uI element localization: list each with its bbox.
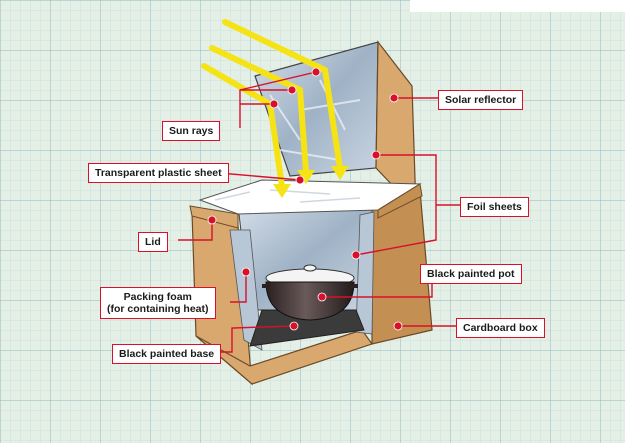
label-lid: Lid: [138, 232, 168, 252]
label-text-foil-sheets: Foil sheets: [467, 201, 522, 213]
label-packing-foam: Packing foam (for containing heat): [100, 287, 216, 319]
label-text-transparent-plastic-sheet: Transparent plastic sheet: [95, 167, 222, 179]
label-black-painted-pot: Black painted pot: [420, 264, 522, 284]
label-text-sun-rays: Sun rays: [169, 125, 214, 137]
label-text-black-painted-base: Black painted base: [119, 348, 215, 360]
label-text-packing-foam: Packing foam: [123, 291, 192, 303]
label-black-painted-base: Black painted base: [112, 344, 222, 364]
label-text-solar-reflector: Solar reflector: [445, 94, 517, 106]
label-text-cardboard-box: Cardboard box: [463, 322, 538, 334]
label-text-packing-foam-note: (for containing heat): [107, 303, 209, 315]
label-transparent-plastic-sheet: Transparent plastic sheet: [88, 163, 229, 183]
callout-dots: [207, 67, 403, 331]
label-sun-rays: Sun rays: [162, 121, 221, 141]
top-right-white-strip: [410, 0, 625, 12]
label-foil-sheets: Foil sheets: [460, 197, 529, 217]
callout-lines: [178, 71, 462, 353]
black-painted-pot: [262, 264, 358, 321]
label-cardboard-box: Cardboard box: [456, 318, 545, 338]
label-text-lid: Lid: [145, 236, 161, 248]
label-solar-reflector: Solar reflector: [438, 90, 524, 110]
label-text-black-painted-pot: Black painted pot: [427, 268, 515, 280]
